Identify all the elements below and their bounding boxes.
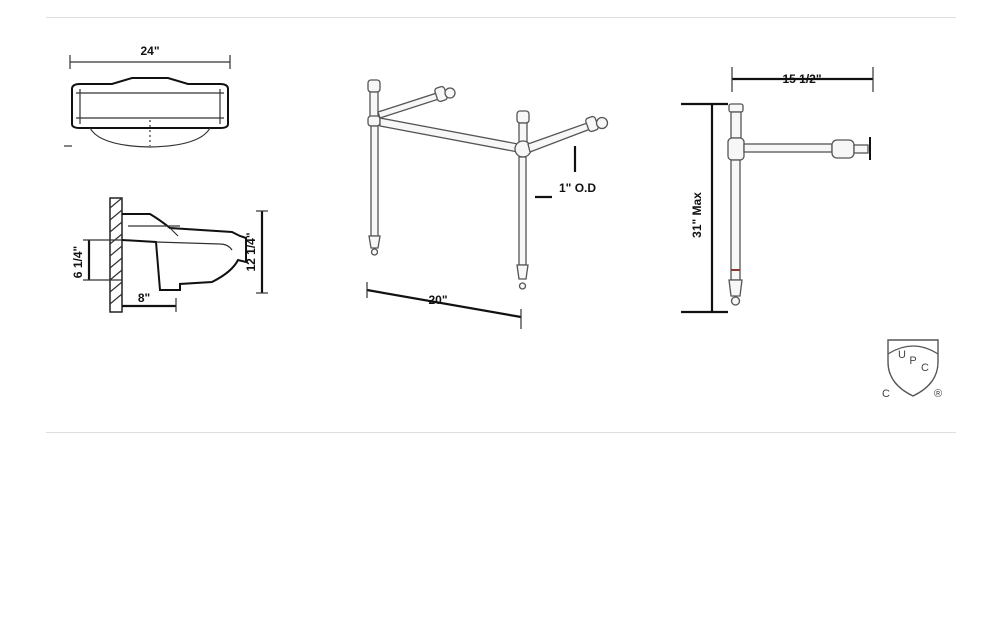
bottom-divider: [46, 432, 956, 433]
top-divider: [46, 17, 956, 18]
wall-depth-label: 8": [138, 291, 150, 305]
console-side-view: 15 1/2" 31" Max: [681, 67, 874, 314]
console-height-label: 31" Max: [690, 192, 704, 238]
console-stand-view: 20" 1" O.D: [366, 79, 609, 329]
basin-top-view: 24": [64, 44, 231, 148]
upc-prefix-c: C: [882, 388, 890, 400]
total-height-label: 12 1/4": [244, 232, 258, 271]
basin-width-label: 24": [140, 44, 159, 58]
upc-letter-u: U: [898, 349, 906, 361]
upc-shield-logo: U P C C ®: [882, 339, 942, 400]
leg-diameter-label: 1" O.D: [559, 181, 596, 195]
upc-letter-p: P: [909, 355, 916, 367]
stand-width-label: 20": [428, 293, 447, 307]
upc-letter-c: C: [921, 362, 929, 374]
console-depth-label: 15 1/2": [782, 72, 821, 86]
basin-side-view: 6 1/4" 8" 12 1/4": [71, 197, 268, 313]
basin-height-label: 6 1/4": [71, 246, 85, 278]
registered-mark: ®: [934, 388, 942, 400]
